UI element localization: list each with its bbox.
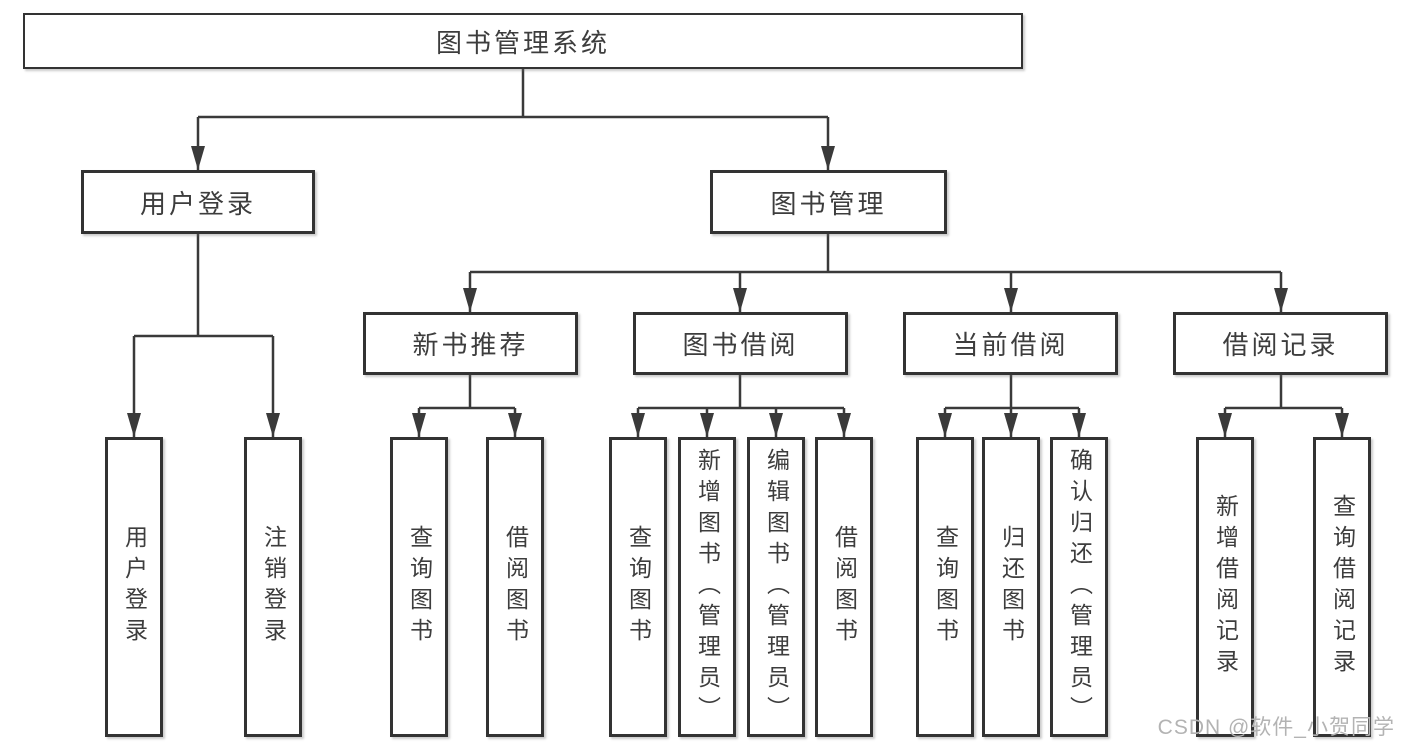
leaf-nbr-query-books: 查询图书 <box>390 437 448 737</box>
leaf-rec-add-borrow-record: 新增借阅记录 <box>1196 437 1254 737</box>
leaf-user-login: 用户登录 <box>105 437 163 737</box>
watermark: CSDN @软件_小贺同学 <box>1157 716 1395 739</box>
leaf-cb-return-books: 归还图书 <box>982 437 1040 737</box>
leaf-logout: 注销登录 <box>244 437 302 737</box>
node-user-login: 用户登录 <box>81 170 315 234</box>
leaf-bb-edit-books-admin: 编辑图书（管理员） <box>747 437 805 737</box>
leaf-cb-confirm-return-admin: 确认归还（管理员） <box>1050 437 1108 737</box>
leaf-nbr-borrow-books: 借阅图书 <box>486 437 544 737</box>
node-root: 图书管理系统 <box>23 13 1023 69</box>
node-new-book-recommendation: 新书推荐 <box>363 312 578 375</box>
node-current-borrowing: 当前借阅 <box>903 312 1118 375</box>
node-book-management: 图书管理 <box>710 170 947 234</box>
node-borrowing-records: 借阅记录 <box>1173 312 1388 375</box>
leaf-bb-query-books: 查询图书 <box>609 437 667 737</box>
leaf-cb-query-books: 查询图书 <box>916 437 974 737</box>
node-book-borrowing: 图书借阅 <box>633 312 848 375</box>
leaf-rec-query-borrow-record: 查询借阅记录 <box>1313 437 1371 737</box>
leaf-bb-add-books-admin: 新增图书（管理员） <box>678 437 736 737</box>
leaf-bb-borrow-books: 借阅图书 <box>815 437 873 737</box>
